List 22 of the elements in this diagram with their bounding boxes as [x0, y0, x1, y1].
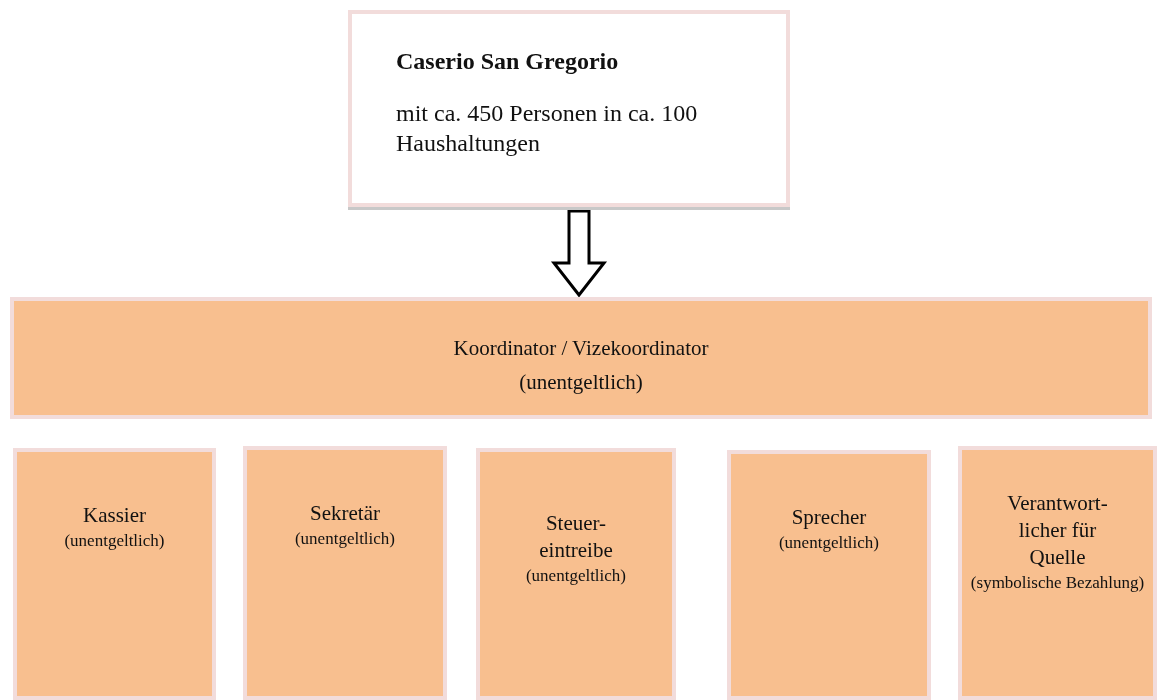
role-note: (unentgeltlich) — [518, 369, 644, 396]
role-note: (unentgeltlich) — [524, 565, 628, 587]
role-title: Sekretär — [309, 500, 381, 527]
role-note: (unentgeltlich) — [63, 530, 166, 552]
role-title: Verantwort- licher für Quelle — [1006, 490, 1109, 571]
role-box — [243, 446, 447, 700]
role-note: (unentgeltlich) — [777, 532, 881, 554]
role-band — [10, 297, 1152, 419]
heading: Caserio San Gregorio — [396, 47, 620, 76]
block-arrow — [550, 209, 608, 298]
role-box — [13, 448, 216, 700]
description: mit ca. 450 Personen in ca. 100 Haushaltungen — [396, 99, 699, 158]
role-title: Sprecher — [790, 504, 868, 531]
role-box — [958, 446, 1157, 700]
role-note: (symbolische Bezahlung) — [969, 572, 1146, 594]
role-box — [727, 450, 931, 700]
role-box — [476, 448, 676, 700]
role-title: Kassier — [82, 502, 147, 529]
role-note: (unentgeltlich) — [293, 528, 397, 550]
role-title: Steuer- eintreibe — [538, 510, 614, 564]
info-box — [348, 10, 790, 207]
role-title: Koordinator / Vizekoordinator — [452, 335, 710, 362]
